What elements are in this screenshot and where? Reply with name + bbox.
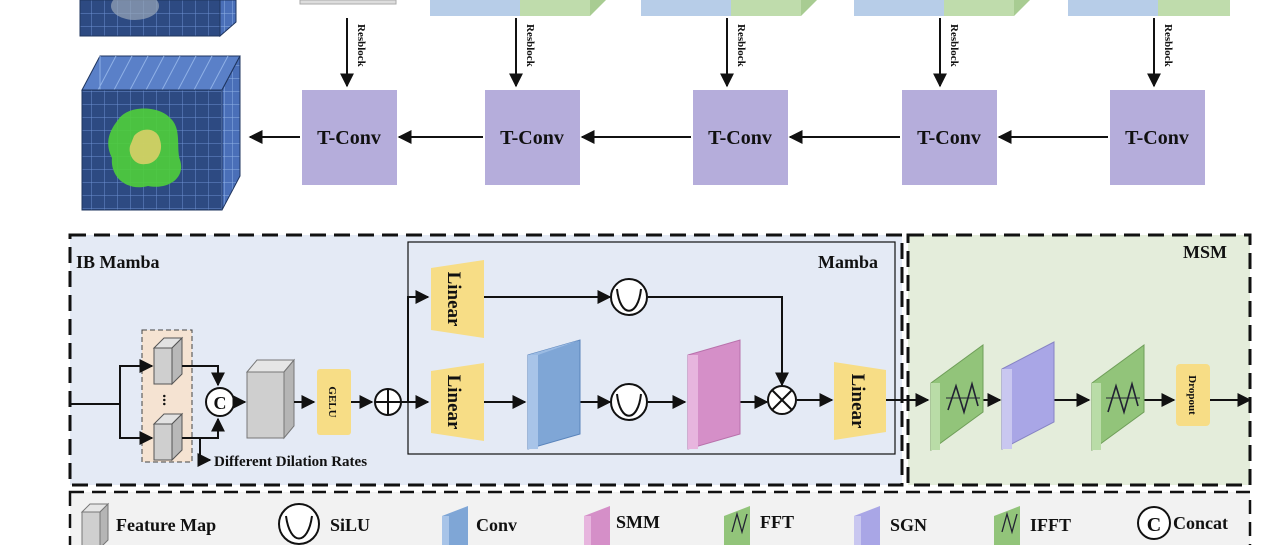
mamba-title: Mamba: [818, 252, 878, 272]
svg-text:Linear: Linear: [847, 374, 868, 429]
multiply-node: [767, 385, 797, 415]
dilation-rates-text: Different Dilation Rates: [214, 454, 367, 470]
encoder-block-4: [1068, 0, 1230, 16]
concat-symbol: C: [214, 393, 227, 413]
silu-top: [610, 278, 648, 316]
mamba-conv-block: [527, 339, 581, 450]
gelu-label: GELU: [326, 386, 338, 417]
msm-ifft-block: [1091, 344, 1145, 451]
dropout-label: Dropout: [1186, 375, 1198, 415]
output-segmentation-cube: [81, 55, 241, 211]
branch-ellipsis: ...: [159, 394, 176, 406]
msm-title: MSM: [1183, 242, 1227, 262]
svg-text:Concat: Concat: [1173, 513, 1228, 533]
mamba-linear-output: Linear: [834, 362, 886, 440]
resblock-label-2: Resblock: [524, 24, 536, 68]
encoder-blocks-row: [299, 0, 1230, 16]
tconv-label-2: T-Conv: [500, 127, 564, 149]
legend-panel: Feature Map SiLU Conv SMM FFT SGN: [68, 490, 1252, 545]
mamba-lines: [401, 290, 834, 409]
legend-feature-map: Feature Map: [80, 502, 216, 545]
msm-panel: MSM: [906, 233, 1252, 487]
mamba-smm-block: [687, 339, 741, 450]
svg-text:Linear: Linear: [443, 375, 464, 430]
legend-ifft: IFFT: [994, 506, 1071, 545]
concat-node: C: [205, 387, 235, 417]
resblock-label-1: Resblock: [355, 24, 367, 68]
msm-fft-block: [930, 344, 984, 451]
gelu-block: GELU: [317, 369, 351, 435]
tconv-label-3: T-Conv: [708, 127, 772, 149]
msm-sgn-block: [1001, 341, 1055, 450]
ib-input-lines: [70, 359, 225, 467]
legend-silu: SiLU: [278, 503, 370, 545]
svg-text:IFFT: IFFT: [1030, 515, 1071, 535]
encoder-block-1: [430, 0, 606, 16]
resblock-label-3: Resblock: [735, 24, 747, 68]
legend-sgn: SGN: [854, 506, 927, 545]
svg-text:SGN: SGN: [890, 515, 927, 535]
tconv-label-5: T-Conv: [1125, 127, 1189, 149]
svg-text:SMM: SMM: [616, 512, 660, 532]
tconv-row: T-Conv T-Conv T-Conv T-Conv T-Conv: [248, 90, 1205, 185]
resblock-arrows: Resblock Resblock Resblock Resblock Resb…: [340, 18, 1174, 88]
tconv-label-1: T-Conv: [317, 127, 381, 149]
fused-feature-map: [245, 358, 296, 440]
residual-add-node: [374, 388, 402, 416]
mamba-linear-bottom: Linear: [431, 363, 484, 441]
ib-mamba-title: IB Mamba: [76, 252, 160, 272]
svg-text:FFT: FFT: [760, 512, 794, 532]
legend-fft: FFT: [724, 506, 794, 545]
tconv-label-4: T-Conv: [917, 127, 981, 149]
svg-text:Conv: Conv: [476, 515, 517, 535]
encoder-block-2: [641, 0, 817, 16]
svg-text:C: C: [1147, 514, 1161, 536]
tconv-block-4: [902, 90, 997, 185]
legend-smm: SMM: [584, 506, 660, 545]
silu-bottom: [610, 383, 648, 421]
tconv-block-1: [302, 90, 397, 185]
mamba-block: Mamba: [407, 241, 896, 455]
encoder-block-3: [854, 0, 1030, 16]
svg-text:SiLU: SiLU: [330, 515, 370, 535]
tconv-block-3: [693, 90, 788, 185]
legend-conv: Conv: [442, 506, 517, 545]
msm-dropout-block: Dropout: [1176, 364, 1210, 426]
mamba-linear-top: Linear: [431, 260, 484, 338]
input-volume-cube: [79, 0, 237, 38]
tconv-block-5: [1110, 90, 1205, 185]
legend-concat: C Concat: [1137, 506, 1228, 540]
svg-text:Feature Map: Feature Map: [116, 515, 216, 535]
resblock-label-4: Resblock: [948, 24, 960, 68]
dilation-branches: ...: [141, 329, 193, 463]
svg-text:Linear: Linear: [443, 272, 464, 327]
resblock-label-5: Resblock: [1162, 24, 1174, 68]
tconv-block-2: [485, 90, 580, 185]
